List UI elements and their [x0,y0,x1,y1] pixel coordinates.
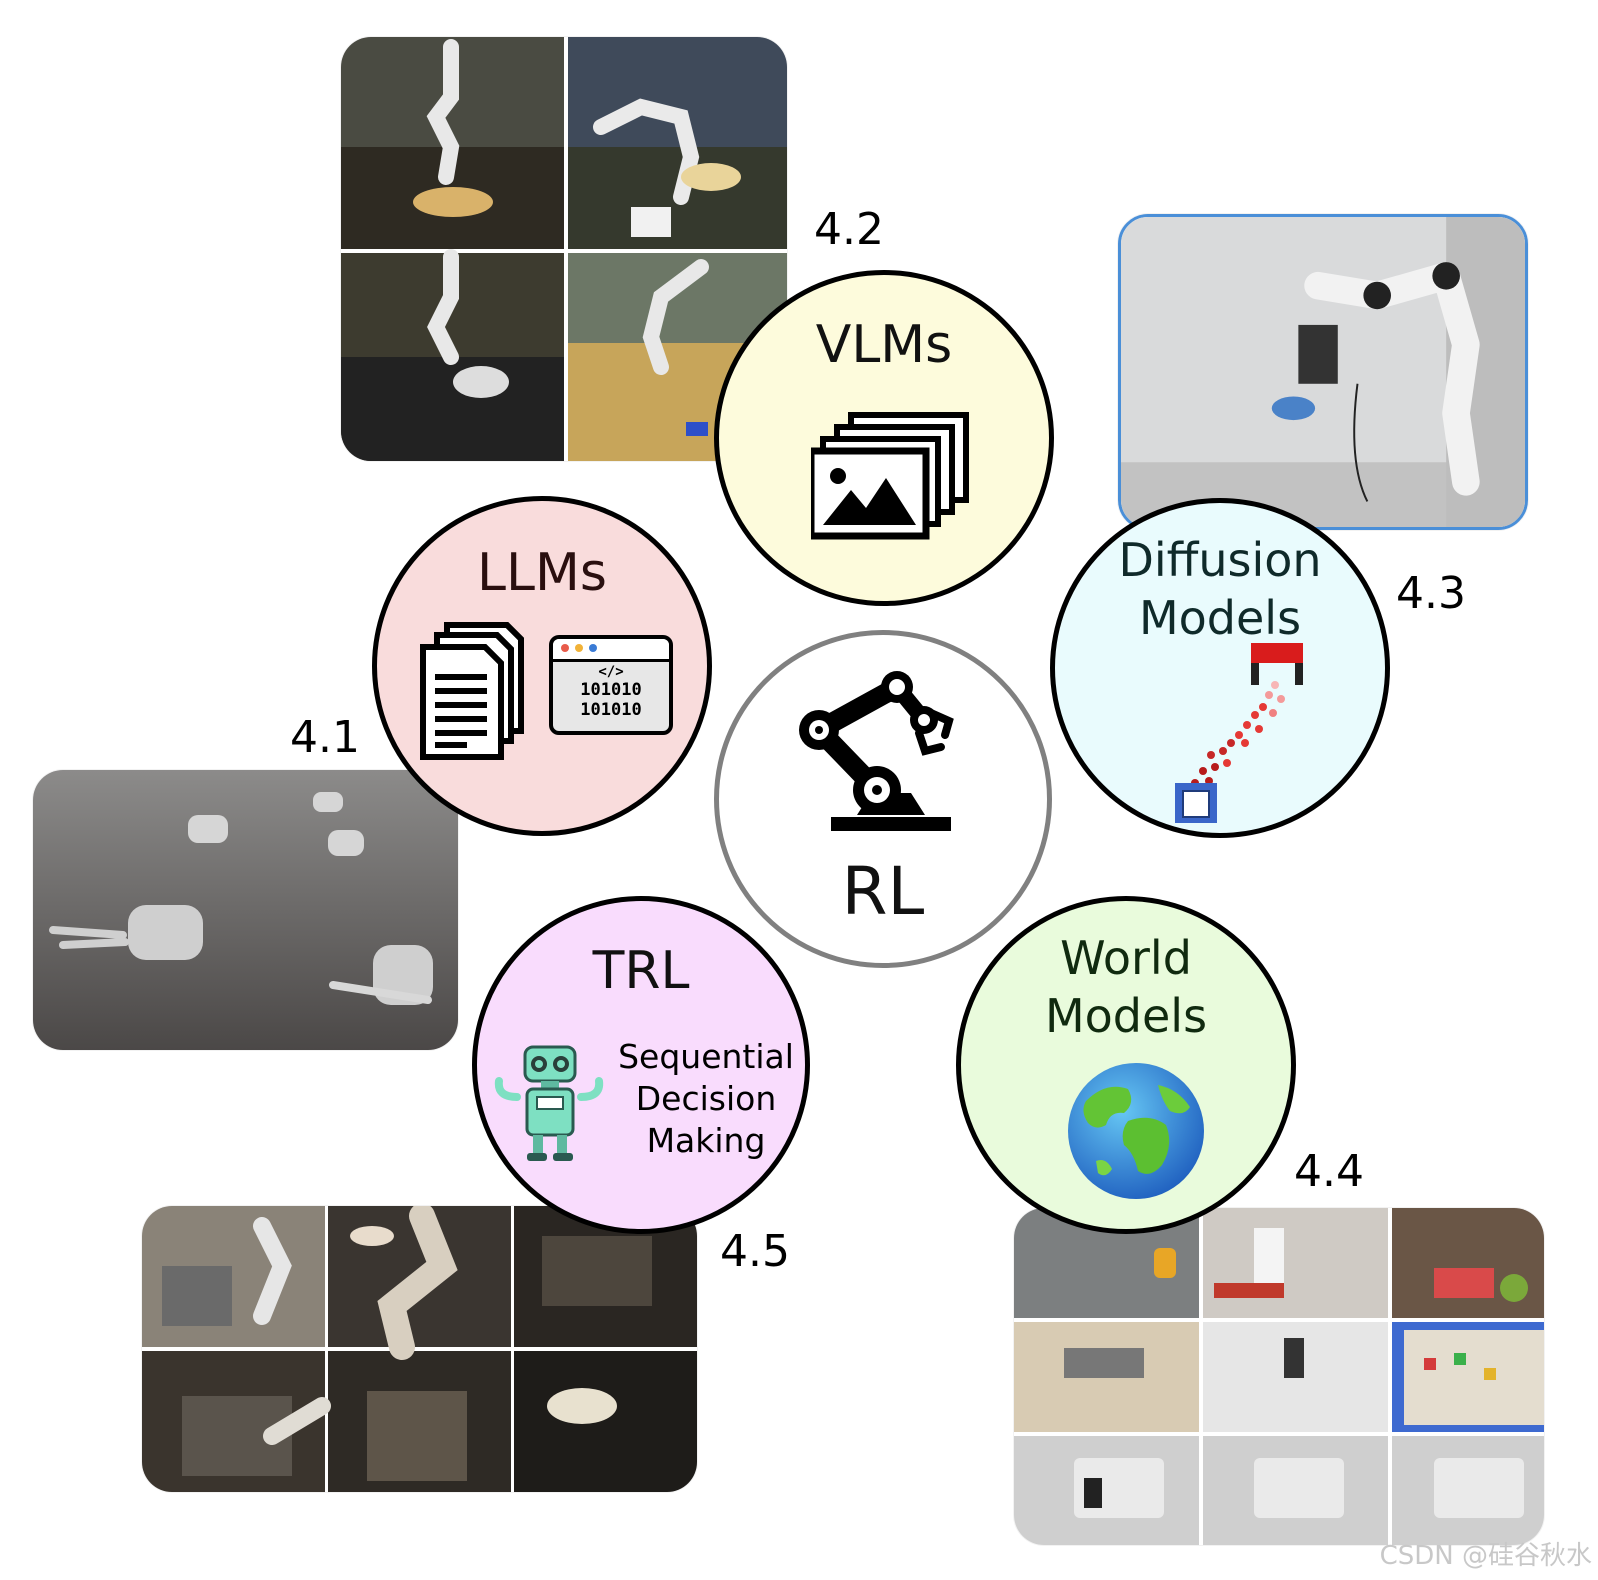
vlms-circle: VLMs [714,270,1054,606]
world-model-example-photos [1014,1208,1544,1545]
trl-title: TRL [477,941,805,1001]
llms-title: LLMs [377,543,707,603]
rl-center-circle: RL [714,630,1052,968]
diffusion-example-photo [1118,214,1528,530]
trl-caption-line1: Sequential [611,1037,801,1076]
world-section-number: 4.4 [1294,1146,1364,1197]
code-line-2: 101010 [553,700,669,720]
robot-mascot-icon [487,1041,612,1171]
rl-label: RL [719,853,1047,930]
llms-circle: LLMs </> 101010 101010 [372,496,712,836]
trl-caption-line2: Decision [611,1079,801,1118]
world-models-circle: World Models [956,896,1296,1234]
trl-caption-line3: Making [611,1121,801,1160]
world-title-line2: Models [961,989,1291,1043]
image-stack-icon [811,410,971,540]
llm-example-photo [33,770,458,1050]
document-stack-icon [417,621,527,761]
diffusion-title-line2: Models [1055,591,1385,645]
robot-arm-icon [799,665,969,835]
vlms-title: VLMs [719,315,1049,375]
trl-section-number: 4.5 [720,1226,790,1277]
trl-circle: TRL Sequential Decision Making [472,896,810,1234]
llms-section-number: 4.1 [290,712,360,763]
earth-globe-icon [1066,1061,1206,1201]
world-title-line1: World [961,931,1291,985]
trl-example-photos [142,1206,697,1492]
diffusion-section-number: 4.3 [1396,568,1466,619]
diffusion-title-line1: Diffusion [1055,533,1385,587]
vlms-section-number: 4.2 [814,204,884,255]
watermark: CSDN @硅谷秋水 [1380,1535,1592,1572]
code-line-1: 101010 [553,680,669,700]
code-window-icon: </> 101010 101010 [549,635,673,735]
diffusion-particles-icon [1165,643,1305,823]
diffusion-circle: Diffusion Models [1050,498,1390,838]
